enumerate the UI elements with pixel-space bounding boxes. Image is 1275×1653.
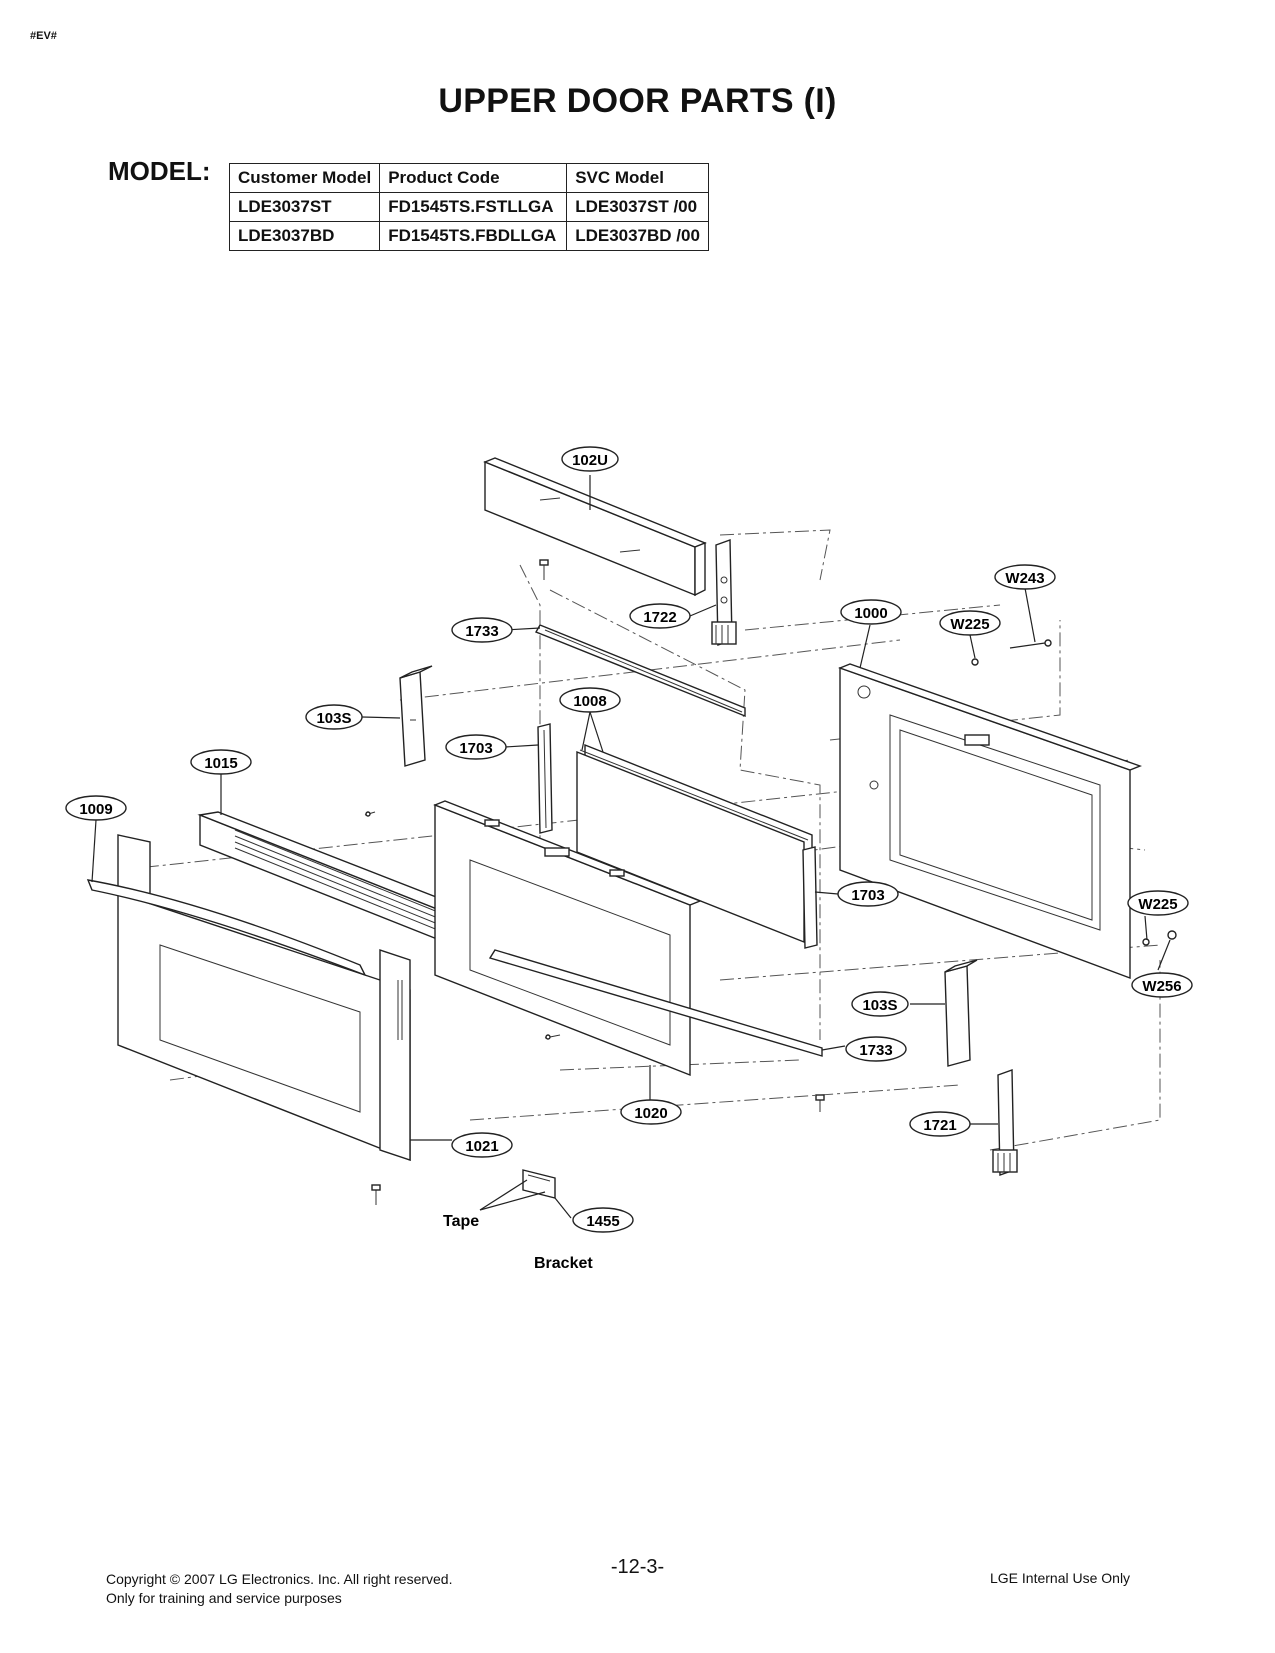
part-1703-bracket-left bbox=[537, 723, 553, 834]
callout-1008: 1008 bbox=[559, 687, 621, 713]
svg-text:1733: 1733 bbox=[465, 623, 498, 640]
callout-1000: 1000 bbox=[840, 599, 902, 625]
label-tape: Tape bbox=[443, 1213, 479, 1230]
svg-text:102U: 102U bbox=[572, 452, 608, 469]
part-screw-middle bbox=[544, 1034, 561, 1040]
copyright-text: Copyright © 2007 LG Electronics. Inc. Al… bbox=[106, 1571, 453, 1587]
part-102U-top-trim bbox=[483, 457, 707, 597]
callout-1703-left: 1703 bbox=[445, 734, 507, 760]
svg-text:1733: 1733 bbox=[859, 1042, 892, 1059]
column-header-customer-model: Customer Model bbox=[228, 163, 381, 193]
callout-1721: 1721 bbox=[909, 1111, 971, 1137]
callout-1733-top: 1733 bbox=[451, 617, 513, 643]
callout-1021: 1021 bbox=[451, 1132, 513, 1158]
part-W256-screw bbox=[1167, 930, 1177, 940]
svg-text:1455: 1455 bbox=[586, 1213, 619, 1230]
table-cell: LDE3037BD /00 bbox=[566, 221, 709, 251]
part-1703-bracket-right bbox=[802, 846, 818, 949]
page-number: -12-3- bbox=[610, 1556, 665, 1578]
part-1721-hinge bbox=[992, 1069, 1018, 1176]
svg-text:1015: 1015 bbox=[204, 755, 237, 772]
part-1722-hinge bbox=[711, 539, 737, 646]
table-row: LDE3037BD FD1545TS.FBDLLGA LDE3037BD /00 bbox=[228, 221, 709, 251]
part-1021-outer-door bbox=[117, 834, 411, 1162]
internal-use-notice: LGE Internal Use Only bbox=[990, 1570, 1131, 1586]
part-103S-spacer-top bbox=[399, 665, 433, 767]
svg-text:1703: 1703 bbox=[851, 887, 884, 904]
callout-1009: 1009 bbox=[65, 795, 127, 821]
table-cell: FD1545TS.FBDLLGA bbox=[379, 221, 568, 251]
part-screw-lower bbox=[815, 1094, 825, 1112]
svg-text:1021: 1021 bbox=[465, 1138, 498, 1155]
callout-W225-bottom: W225 bbox=[1127, 890, 1189, 916]
part-W243-screw bbox=[1009, 639, 1052, 649]
table-row: LDE3037ST FD1545TS.FSTLLGA LDE3037ST /00 bbox=[228, 192, 709, 222]
part-1009-handle bbox=[86, 879, 367, 977]
callout-102U: 102U bbox=[561, 446, 619, 472]
part-1008-glass-panel bbox=[576, 743, 813, 944]
part-1733-bottom-rail bbox=[488, 949, 823, 1057]
callout-1703-right: 1703 bbox=[837, 881, 899, 907]
svg-text:1009: 1009 bbox=[79, 801, 112, 818]
callout-W243: W243 bbox=[994, 564, 1056, 590]
callout-1455: 1455 bbox=[572, 1207, 634, 1233]
model-table: Customer Model Product Code SVC Model LD… bbox=[228, 163, 709, 251]
part-screw-left bbox=[364, 811, 376, 817]
part-1000-inner-frame bbox=[838, 663, 1142, 980]
callout-W256: W256 bbox=[1131, 972, 1193, 998]
svg-text:1020: 1020 bbox=[634, 1105, 667, 1122]
callout-1015: 1015 bbox=[190, 749, 252, 775]
model-label: MODEL: bbox=[108, 156, 211, 186]
svg-text:103S: 103S bbox=[862, 997, 897, 1014]
svg-text:103S: 103S bbox=[316, 710, 351, 727]
label-bracket: Bracket bbox=[534, 1255, 593, 1272]
svg-text:1722: 1722 bbox=[643, 609, 676, 626]
training-notice: Only for training and service purposes bbox=[106, 1590, 342, 1606]
part-W225-washer-bottom bbox=[1142, 938, 1150, 946]
table-header-row: Customer Model Product Code SVC Model bbox=[228, 163, 709, 193]
callout-1722: 1722 bbox=[629, 603, 691, 629]
callout-103S-bottom: 103S bbox=[851, 991, 909, 1017]
svg-text:1703: 1703 bbox=[459, 740, 492, 757]
part-W225-washer-top bbox=[971, 658, 979, 666]
callout-103S-top: 103S bbox=[305, 704, 363, 730]
footer-copyright: Copyright © 2007 LG Electronics. Inc. Al… bbox=[106, 1570, 452, 1608]
part-screw-bottom bbox=[371, 1184, 381, 1205]
callout-W225-top: W225 bbox=[939, 610, 1001, 636]
part-103S-spacer-bottom bbox=[944, 959, 978, 1067]
svg-text:W256: W256 bbox=[1142, 978, 1181, 995]
callout-1020: 1020 bbox=[620, 1099, 682, 1125]
part-1020-middle-frame bbox=[433, 800, 702, 1077]
svg-text:1000: 1000 bbox=[854, 605, 887, 622]
table-cell: LDE3037ST /00 bbox=[566, 192, 709, 222]
svg-text:W243: W243 bbox=[1005, 570, 1044, 587]
callout-1733-bottom: 1733 bbox=[845, 1036, 907, 1062]
svg-text:W225: W225 bbox=[950, 616, 989, 633]
svg-text:1008: 1008 bbox=[573, 693, 606, 710]
part-screw-top bbox=[539, 559, 549, 580]
part-1733-top-rail bbox=[534, 624, 746, 718]
part-1015-vent-trim bbox=[197, 811, 511, 962]
document-tag: #EV# bbox=[30, 30, 57, 42]
svg-text:W225: W225 bbox=[1138, 896, 1177, 913]
page-title: UPPER DOOR PARTS (I) bbox=[438, 82, 837, 120]
svg-text:1721: 1721 bbox=[923, 1117, 956, 1134]
column-header-product-code: Product Code bbox=[379, 163, 568, 193]
column-header-svc-model: SVC Model bbox=[566, 163, 709, 193]
table-cell: LDE3037BD bbox=[228, 221, 381, 251]
leader-lines bbox=[91, 475, 1171, 1219]
